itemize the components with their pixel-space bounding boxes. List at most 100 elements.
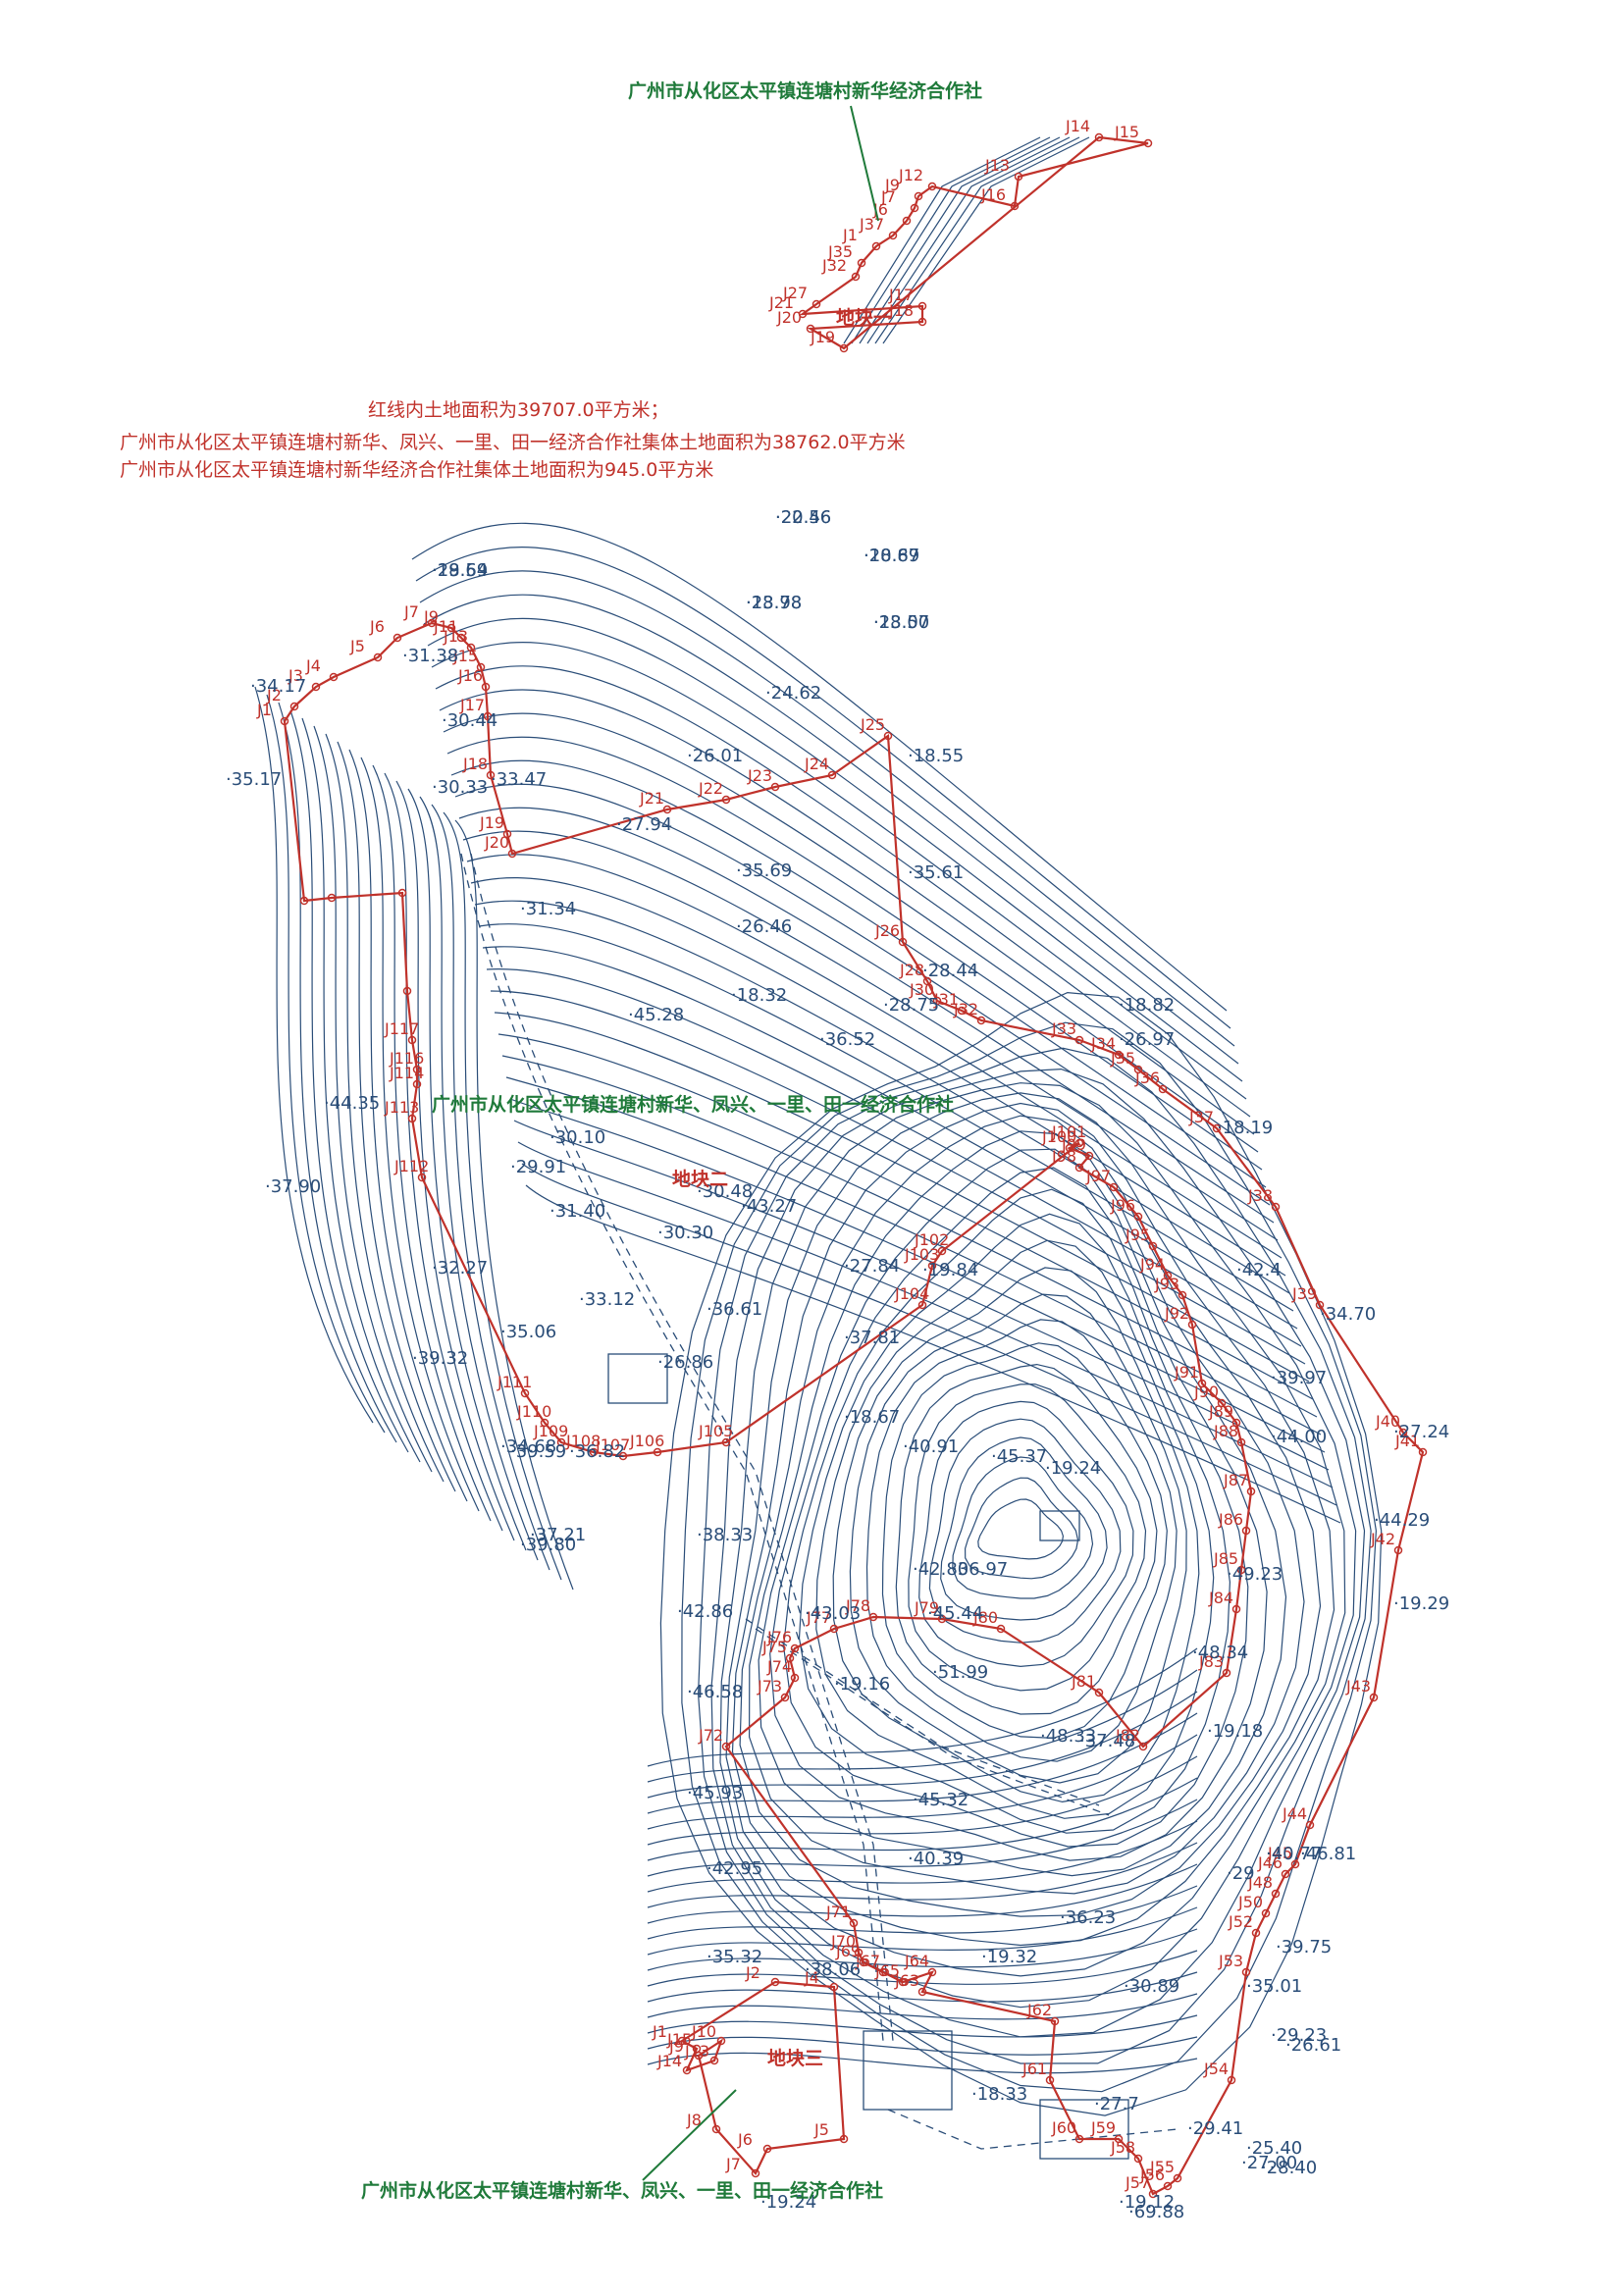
boundary-point bbox=[1074, 1035, 1084, 1045]
elevation-label: ·35.61 bbox=[908, 862, 964, 883]
elevation-label: ·33.47 bbox=[491, 769, 547, 790]
contour-line bbox=[325, 733, 445, 1483]
boundary-point bbox=[829, 1624, 839, 1634]
boundary-point-label: J42 bbox=[1370, 1530, 1395, 1548]
boundary-point bbox=[456, 633, 466, 643]
boundary-point-label: J94 bbox=[1139, 1255, 1165, 1274]
boundary-point-label: J62 bbox=[1026, 2001, 1052, 2019]
contour-line bbox=[439, 689, 1255, 1135]
contour-line bbox=[458, 807, 1275, 1224]
elevation-label: ·30.33 bbox=[432, 777, 488, 798]
contour-line bbox=[415, 547, 1231, 1029]
boundary-point bbox=[937, 1246, 947, 1256]
boundary-point bbox=[1094, 1688, 1104, 1697]
elevation-label: ·69.88 bbox=[1128, 2202, 1184, 2222]
contour-line bbox=[647, 1885, 1198, 1940]
boundary-point bbox=[1251, 1928, 1261, 1938]
contour-line bbox=[337, 741, 456, 1492]
boundary-point bbox=[520, 1388, 530, 1398]
boundary-point-label: J4 bbox=[305, 656, 321, 675]
boundary-point-label: J92 bbox=[1164, 1304, 1189, 1323]
elevation-label: ·40.77 bbox=[1266, 1844, 1322, 1864]
boundary-point-label: J76 bbox=[766, 1628, 792, 1646]
boundary-point-label: J1 bbox=[842, 226, 858, 244]
elevation-label: ·18.67 bbox=[864, 546, 919, 566]
boundary-point bbox=[682, 2065, 692, 2075]
elevation-label: ·35.69 bbox=[736, 861, 792, 881]
boundary-point-label: J79 bbox=[914, 1598, 939, 1617]
boundary-point bbox=[721, 1742, 731, 1751]
boundary-point bbox=[883, 731, 893, 741]
contour-line bbox=[348, 749, 468, 1502]
boundary-point bbox=[1231, 1418, 1241, 1428]
boundary-point-label: J99 bbox=[1061, 1135, 1086, 1154]
boundary-point bbox=[917, 301, 927, 311]
boundary-point bbox=[937, 1614, 947, 1624]
contour-line bbox=[647, 2036, 1198, 2056]
elevation-label: ·42.80 bbox=[913, 1559, 969, 1580]
boundary-point bbox=[1133, 2154, 1143, 2164]
contour-line bbox=[647, 1669, 1198, 1783]
elevation-label: ·36.61 bbox=[707, 1299, 762, 1320]
boundary-point-label: J36 bbox=[1134, 1069, 1160, 1087]
boundary-point bbox=[412, 1079, 422, 1089]
boundary-point-label: J86 bbox=[1218, 1510, 1243, 1529]
contour-line bbox=[423, 594, 1239, 1065]
boundary-point bbox=[878, 1967, 888, 1977]
boundary-point-label: J18 bbox=[462, 755, 488, 773]
boundary-point bbox=[716, 2036, 726, 2046]
contour-line bbox=[851, 136, 1051, 344]
boundary-point bbox=[770, 1977, 780, 1987]
contour-line bbox=[494, 1012, 1310, 1383]
boundary-point-label: J15 bbox=[452, 647, 478, 665]
parcel-2-boundary bbox=[280, 618, 1428, 2199]
boundary-point-label: J32 bbox=[821, 256, 847, 275]
boundary-point-label: J82 bbox=[1115, 1726, 1140, 1745]
elevation-label: ·43.03 bbox=[805, 1603, 861, 1624]
boundary-point bbox=[397, 888, 407, 898]
boundary-point-label: J59 bbox=[1090, 2118, 1116, 2137]
boundary-point bbox=[917, 1300, 927, 1310]
boundary-point-label: J14 bbox=[656, 2052, 682, 2070]
boundary-point bbox=[1148, 1241, 1158, 1251]
elevation-label: ·20.46 bbox=[775, 507, 831, 528]
elevation-label: ·24.62 bbox=[765, 683, 821, 704]
elevation-label: ·27.94 bbox=[616, 814, 672, 835]
boundary-point bbox=[677, 2036, 687, 2046]
boundary-point-label: J41 bbox=[1394, 1432, 1420, 1450]
boundary-point bbox=[1212, 1123, 1222, 1133]
contour-line bbox=[384, 772, 503, 1532]
boundary-point bbox=[711, 2124, 721, 2134]
boundary-point bbox=[798, 309, 808, 319]
elevation-label: ·26.01 bbox=[687, 746, 743, 766]
contour-line bbox=[360, 757, 480, 1512]
contour-line bbox=[859, 136, 1061, 344]
boundary-point-label: J112 bbox=[393, 1157, 429, 1175]
elevation-label: ·18.55 bbox=[908, 746, 964, 766]
boundary-point bbox=[1369, 1693, 1379, 1702]
boundary-point bbox=[446, 623, 456, 633]
boundary-point bbox=[721, 795, 731, 805]
boundary-point bbox=[1158, 1084, 1168, 1094]
elevation-label: ·35.06 bbox=[500, 1322, 556, 1342]
contour-line bbox=[431, 642, 1247, 1100]
boundary-point-label: J20 bbox=[484, 833, 509, 852]
elevation-label: ·45.32 bbox=[913, 1790, 969, 1810]
boundary-point-label: J15 bbox=[666, 2030, 692, 2049]
boundary-point bbox=[839, 343, 849, 353]
boundary-point bbox=[1231, 1604, 1241, 1614]
boundary-point bbox=[927, 182, 937, 191]
boundary-point bbox=[1227, 2075, 1236, 2085]
elevation-label: ·20.89 bbox=[864, 546, 919, 566]
elevation-label: ·42.95 bbox=[707, 1858, 762, 1879]
contour-line bbox=[647, 1691, 1198, 1799]
boundary-point-label: J57 bbox=[1125, 2173, 1150, 2192]
elevation-label: ·18.67 bbox=[844, 1407, 900, 1428]
elevation-label: ·34.70 bbox=[1320, 1304, 1376, 1325]
boundary-point bbox=[407, 1114, 417, 1123]
boundary-point-label: J104 bbox=[894, 1284, 929, 1303]
boundary-point bbox=[851, 272, 861, 282]
boundary-point bbox=[1173, 2173, 1182, 2183]
elevation-label: ·39.75 bbox=[1276, 1937, 1332, 1957]
